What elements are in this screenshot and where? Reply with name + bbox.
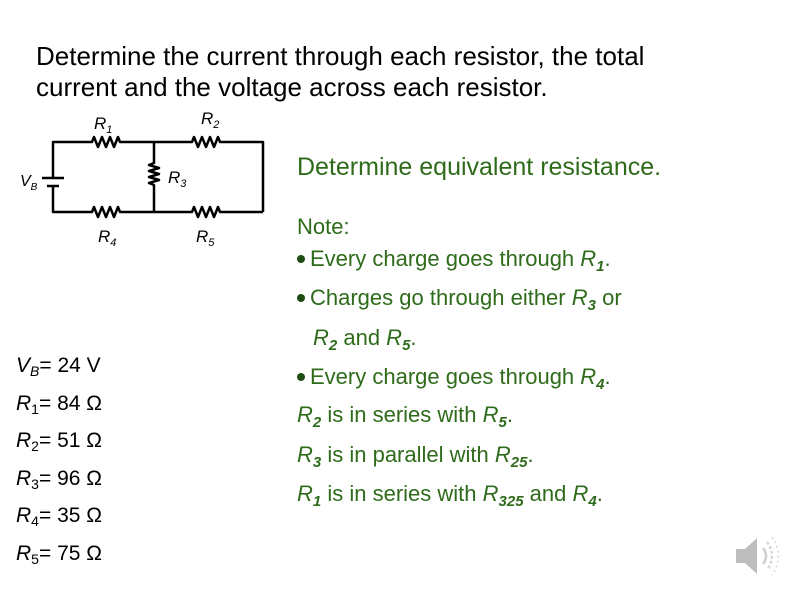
speaker-icon[interactable] [730,530,782,582]
note-bullet-3: Every charge goes through R4. [297,361,622,401]
given-r5: R5= 75 Ω [16,541,102,567]
wire-bottom [51,188,263,219]
given-vb: VB= 24 V [16,354,101,379]
bullet-dot-icon [297,254,305,263]
given-r2: R2= 51 Ω [16,429,102,454]
note-bullet-2-continued: R2 and R5. [313,324,417,354]
bullet-dot-icon [297,294,305,302]
battery-vb [42,168,64,188]
label-r1: R1 [94,114,112,136]
note-title: Note: [297,214,350,239]
analysis-line-2: R3 is in parallel with R25. [297,441,534,471]
analysis-line-3: R1 is in series with R325 and R4. [297,481,603,510]
note-block: Note: Every charge goes through R1. Char… [297,211,622,401]
note-bullet-2: Charges go through either R3 or [297,282,622,322]
analysis-block: R2 is in series with R5. R3 is in parall… [297,399,603,518]
label-r2: R2 [201,109,219,131]
given-r3: R3= 96 Ω [16,466,102,492]
bullet-dot-icon [297,373,305,381]
note-bullet-1: Every charge goes through R1. [297,243,622,283]
title-line-2: current and the voltage across each resi… [36,72,548,102]
given-r1: R1= 84 Ω [16,391,102,417]
slide-title: Determine the current through each resis… [36,41,736,103]
label-r5: R5 [196,227,215,249]
analysis-line-1: R2 is in series with R5. [297,402,513,431]
label-vb: VB [20,173,38,193]
given-r4: R4= 35 Ω [16,504,102,529]
label-r4: R4 [98,227,116,249]
given-values: VB= 24 V R1= 84 Ω R2= 51 Ω R3= 96 Ω R4= … [16,350,102,575]
label-r3: R3 [168,168,187,190]
resistor-r3 [147,142,161,212]
title-line-1: Determine the current through each resis… [36,41,645,71]
equivalent-resistance-heading: Determine equivalent resistance. [297,153,662,181]
wire-top [51,135,265,212]
